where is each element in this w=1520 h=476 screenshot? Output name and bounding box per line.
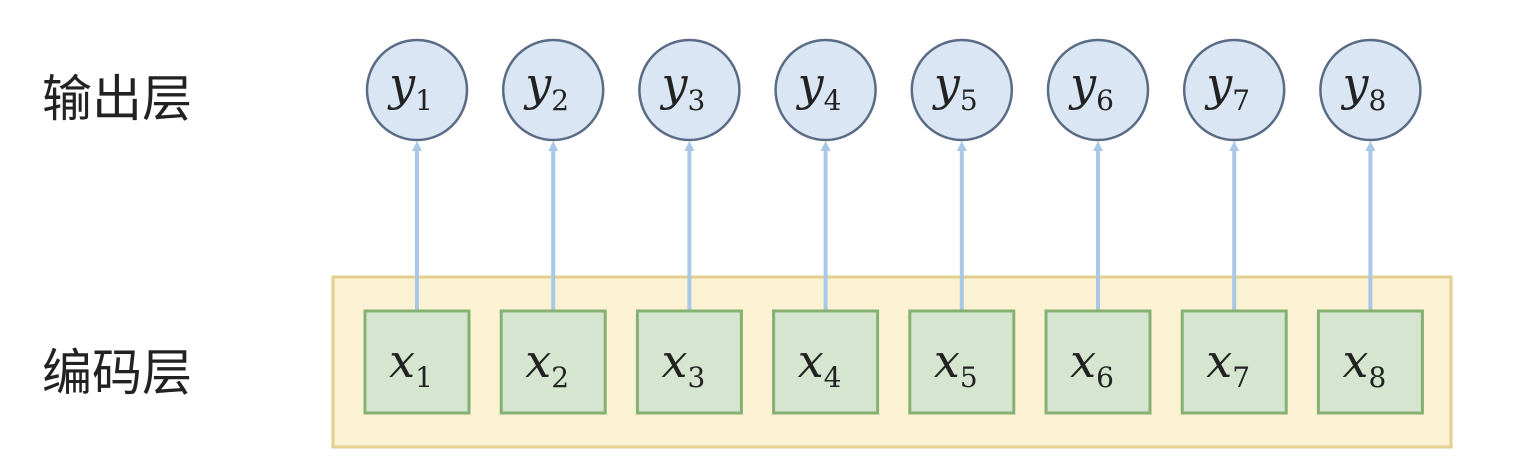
- output-label-3: y3: [659, 57, 705, 117]
- input-label-6: x6: [1070, 334, 1114, 394]
- output-subscript-4: 4: [824, 84, 842, 117]
- input-var-3: x: [662, 334, 688, 388]
- input-label-3: x3: [662, 334, 706, 394]
- input-box-8: [1316, 309, 1424, 415]
- output-node-y8: y8: [1319, 38, 1422, 142]
- output-var-5: y: [932, 57, 961, 111]
- connection-arrows: [412, 141, 1376, 311]
- input-var-4: x: [798, 334, 824, 388]
- output-subscript-5: 5: [960, 84, 978, 117]
- output-subscript-8: 8: [1368, 84, 1386, 117]
- output-subscript-7: 7: [1232, 84, 1250, 117]
- output-subscript-3: 3: [687, 84, 705, 117]
- input-node-x5: x5: [908, 309, 1016, 415]
- input-node-x1: x1: [363, 309, 471, 415]
- input-node-x7: x7: [1180, 309, 1288, 415]
- output-var-1: y: [387, 57, 416, 111]
- input-node-x4: x4: [772, 309, 880, 415]
- output-node-y3: y3: [638, 38, 741, 142]
- input-box-5: [908, 309, 1016, 415]
- output-label-8: y8: [1340, 57, 1386, 117]
- input-subscript-3: 3: [687, 361, 705, 394]
- output-node-y6: y6: [1046, 38, 1150, 142]
- output-label-5: y5: [932, 57, 978, 117]
- output-var-7: y: [1204, 57, 1233, 111]
- output-circle-7: [1182, 38, 1286, 142]
- input-subscript-7: 7: [1232, 361, 1250, 394]
- input-subscript-1: 1: [415, 361, 433, 394]
- output-circle-5: [910, 38, 1014, 142]
- output-node-y7: y7: [1182, 38, 1286, 142]
- input-var-5: x: [934, 334, 960, 388]
- input-box-6: [1044, 309, 1152, 415]
- output-label-6: y6: [1068, 57, 1114, 117]
- output-circle-8: [1319, 38, 1422, 142]
- output-label-4: y4: [796, 57, 842, 117]
- input-box-1: [363, 309, 471, 415]
- output-subscript-1: 1: [415, 84, 433, 117]
- input-var-7: x: [1206, 334, 1232, 388]
- input-box-4: [772, 309, 880, 415]
- output-var-8: y: [1340, 57, 1369, 111]
- output-circle-4: [774, 38, 877, 142]
- output-node-y4: y4: [774, 38, 877, 142]
- input-label-8: x8: [1343, 334, 1387, 394]
- output-var-2: y: [523, 57, 552, 111]
- output-node-y5: y5: [910, 38, 1014, 142]
- input-subscript-5: 5: [960, 361, 978, 394]
- output-circle-3: [638, 38, 741, 142]
- input-node-x8: x8: [1316, 309, 1424, 415]
- input-node-x3: x3: [635, 309, 743, 415]
- input-label-7: x7: [1206, 334, 1250, 394]
- input-subscript-6: 6: [1096, 361, 1114, 394]
- input-var-6: x: [1070, 334, 1096, 388]
- input-subscript-2: 2: [551, 361, 569, 394]
- input-label-5: x5: [934, 334, 978, 394]
- input-box-2: [499, 309, 607, 415]
- output-circle-2: [501, 38, 605, 142]
- input-node-x2: x2: [499, 309, 607, 415]
- input-label-2: x2: [525, 334, 569, 394]
- output-layer-label: 输出层: [42, 70, 192, 128]
- input-var-2: x: [525, 334, 551, 388]
- input-var-8: x: [1343, 334, 1369, 388]
- input-label-1: x1: [389, 334, 433, 394]
- output-subscript-2: 2: [551, 84, 569, 117]
- output-node-y2: y2: [501, 38, 605, 142]
- output-label-1: y1: [387, 57, 433, 117]
- input-subscript-8: 8: [1368, 361, 1386, 394]
- input-node-x6: x6: [1044, 309, 1152, 415]
- output-var-3: y: [659, 57, 688, 111]
- input-subscript-4: 4: [824, 361, 842, 394]
- input-box-3: [635, 309, 743, 415]
- encoding-layer-label: 编码层: [42, 344, 192, 402]
- output-var-6: y: [1068, 57, 1097, 111]
- output-label-7: y7: [1204, 57, 1250, 117]
- output-var-4: y: [796, 57, 825, 111]
- output-subscript-6: 6: [1096, 84, 1114, 117]
- output-label-2: y2: [523, 57, 569, 117]
- input-var-1: x: [389, 334, 415, 388]
- input-label-4: x4: [798, 334, 842, 394]
- input-box-7: [1180, 309, 1288, 415]
- output-circle-1: [365, 38, 469, 142]
- output-circle-6: [1046, 38, 1150, 142]
- output-node-y1: y1: [365, 38, 469, 142]
